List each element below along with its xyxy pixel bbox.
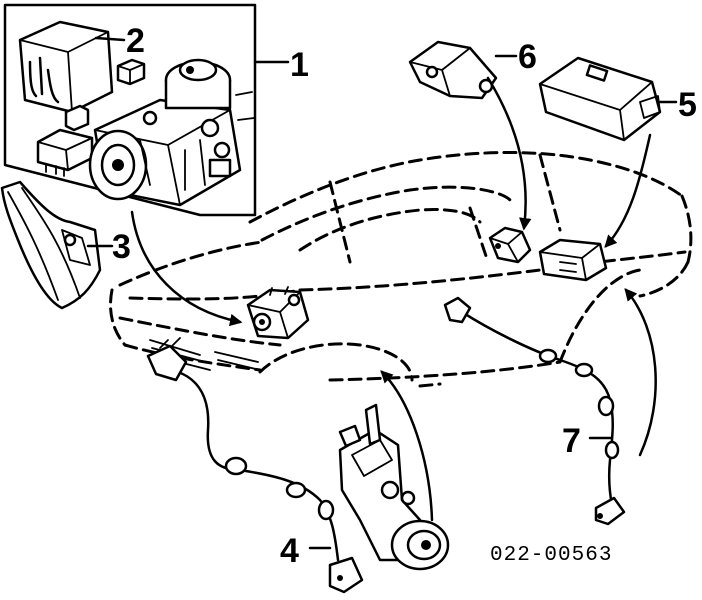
arrow-rear-sensor	[624, 288, 657, 457]
abs-modulator-part	[88, 58, 255, 207]
front-speed-sensor-part	[146, 337, 364, 594]
arrow-front-hub	[380, 370, 434, 522]
part-number-label: 022-00563	[490, 544, 612, 567]
installed-g-sensor	[488, 226, 532, 264]
callout-3: 3	[112, 228, 131, 266]
inset-frame	[3, 3, 290, 217]
relay-box-part	[18, 20, 146, 177]
callout-1: 1	[290, 46, 309, 84]
g-sensor-part	[408, 40, 518, 100]
splash-shield-part	[0, 180, 114, 310]
arrow-g-sensor	[486, 76, 532, 231]
car-body-outline	[109, 151, 693, 388]
callout-5: 5	[678, 86, 697, 124]
installed-modulator	[246, 286, 310, 340]
installed-control-unit	[538, 238, 608, 282]
arrow-control-unit	[604, 133, 652, 248]
callout-2: 2	[126, 22, 145, 60]
control-unit-part	[538, 56, 678, 142]
arrow-modulator	[130, 210, 243, 327]
front-knuckle-hub	[338, 403, 450, 571]
callout-4: 4	[280, 532, 299, 570]
rear-speed-sensor-part	[443, 296, 626, 526]
callout-7: 7	[562, 422, 581, 460]
callout-6: 6	[518, 38, 537, 76]
